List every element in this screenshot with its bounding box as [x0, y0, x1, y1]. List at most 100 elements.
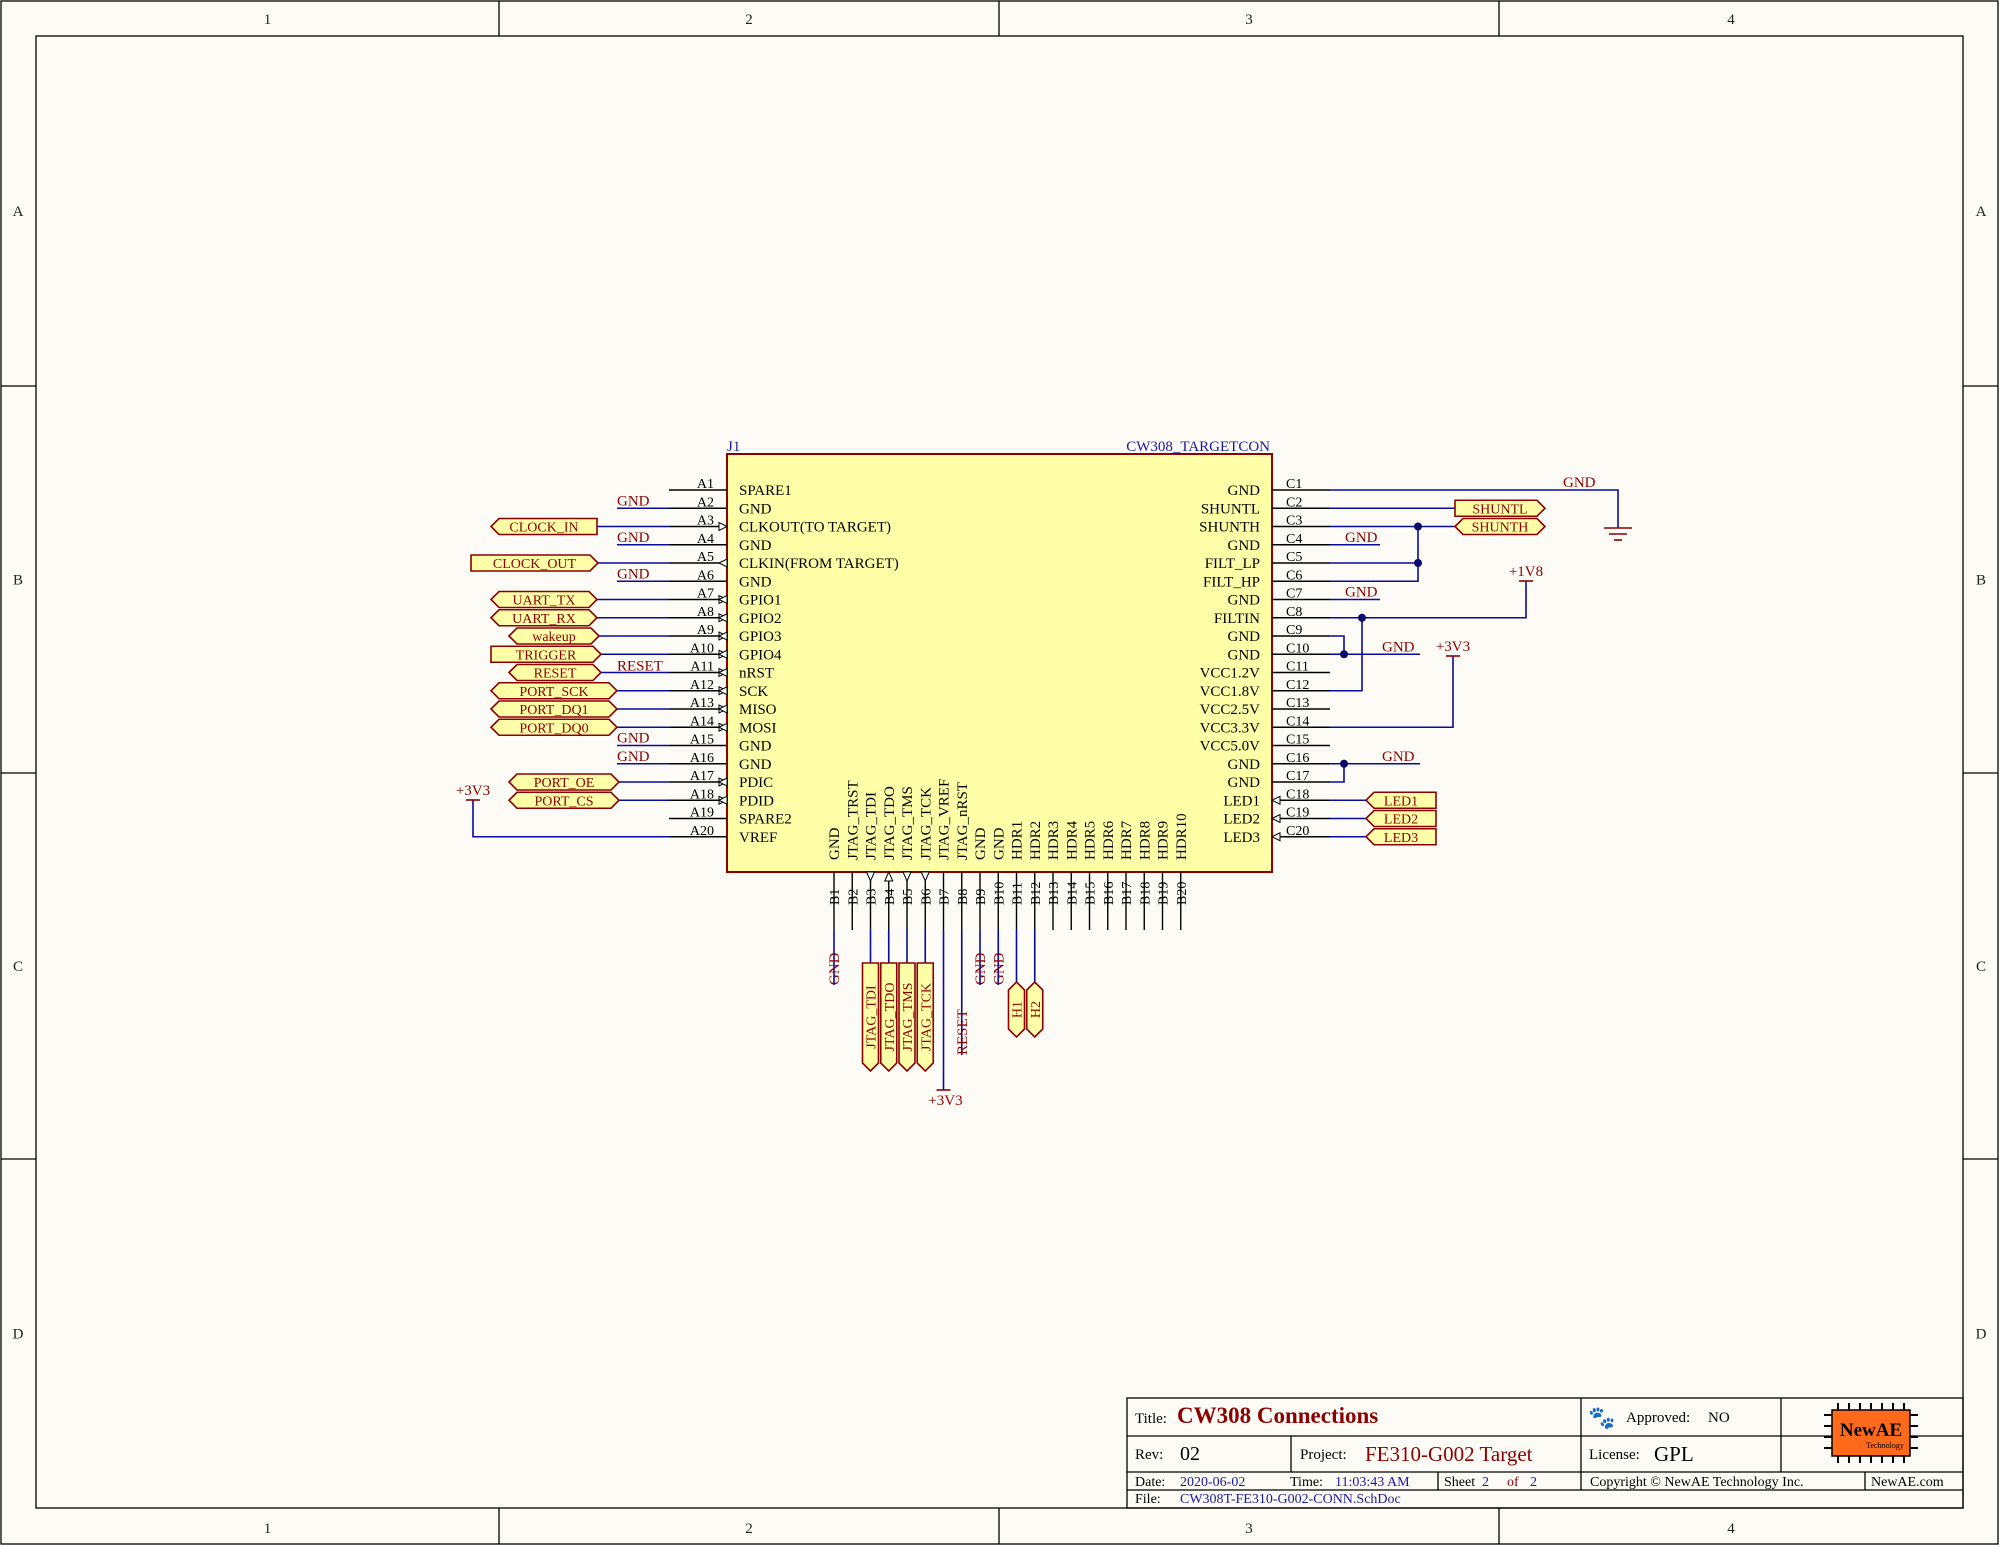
- port-shape[interactable]: [861, 962, 880, 1073]
- pin-name: HDR2: [1028, 821, 1044, 860]
- project-label: Project:: [1300, 1447, 1347, 1463]
- pin-name: HDR8: [1137, 821, 1153, 860]
- port-shape[interactable]: [879, 962, 898, 1073]
- port-shape[interactable]: [490, 645, 603, 664]
- port-shape[interactable]: [1007, 980, 1026, 1039]
- pin-number: C4: [1286, 532, 1302, 547]
- pin-number: B16: [1102, 882, 1117, 905]
- port-shape[interactable]: [1453, 517, 1547, 536]
- port-label: PORT_OE: [534, 776, 595, 791]
- port-shape[interactable]: [507, 773, 621, 791]
- port-shape[interactable]: [1364, 827, 1437, 846]
- port-shape[interactable]: [507, 791, 621, 810]
- port-shape[interactable]: [489, 681, 619, 700]
- port-shape[interactable]: [1364, 809, 1437, 828]
- port-shape[interactable]: [489, 718, 619, 737]
- port-shape[interactable]: [507, 627, 601, 645]
- title-block-frame: [1126, 1397, 1964, 1509]
- port-shape[interactable]: [489, 517, 598, 536]
- port-shape[interactable]: [489, 590, 599, 609]
- port-shape[interactable]: [507, 663, 603, 682]
- zone-col-label-bottom: 4: [1727, 1521, 1735, 1537]
- port-shape[interactable]: [916, 962, 935, 1073]
- port-shape[interactable]: [1364, 791, 1437, 810]
- port-shape[interactable]: [489, 608, 599, 627]
- port-shape[interactable]: [898, 962, 916, 1073]
- pin-name: HDR9: [1156, 821, 1172, 860]
- port-shape[interactable]: [1025, 980, 1044, 1039]
- port-shape[interactable]: [470, 554, 600, 572]
- pin-number: C12: [1286, 678, 1309, 693]
- pin-name: HDR4: [1064, 820, 1080, 860]
- pin-number: B15: [1084, 882, 1099, 905]
- port-shape[interactable]: [1454, 499, 1547, 518]
- port-label: LED2: [1384, 813, 1418, 828]
- port-shape[interactable]: [489, 700, 619, 718]
- of-label: of: [1507, 1475, 1519, 1490]
- pin-name: JTAG_TCK: [918, 787, 934, 860]
- sheet-total: 2: [1530, 1475, 1537, 1490]
- j1-component-body[interactable]: [726, 453, 1273, 873]
